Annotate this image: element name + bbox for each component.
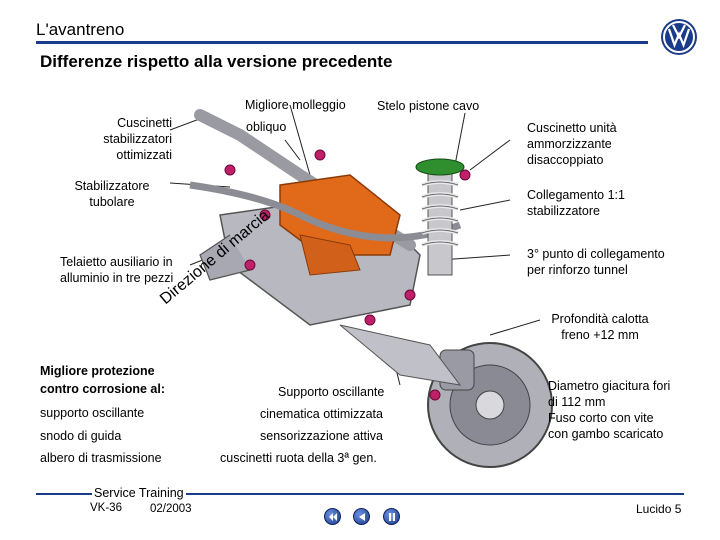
label-line: tubolare: [89, 195, 135, 209]
back-icon: [359, 513, 365, 521]
pause-button[interactable]: [383, 508, 400, 525]
slide-title: L'avantreno: [36, 20, 125, 39]
label-line: ammorzizzante: [527, 137, 612, 151]
label-line: alluminio in tre pezzi: [60, 271, 174, 285]
label-line: Diametro giacitura fori: [548, 379, 671, 393]
label-cuscinetti-stabilizzatori: Cuscinetti stabilizzatori ottimizzati: [60, 115, 172, 163]
label-line: ottimizzati: [116, 148, 172, 162]
list-item: snodo di guida: [40, 429, 122, 443]
label-line: Fuso corto con vite: [548, 411, 654, 425]
label-line: contro corrosione al:: [40, 382, 166, 396]
label-line: per rinforzo tunnel: [527, 263, 628, 277]
label-line: stabilizzatore: [527, 204, 600, 218]
pause-icon: [389, 513, 395, 521]
front-axle-illustration: [169, 104, 553, 468]
label-obliquo: obliquo: [246, 120, 287, 134]
rewind-button[interactable]: [324, 508, 341, 525]
label-line: con gambo scaricato: [548, 427, 664, 441]
label-line: di 112 mm: [548, 395, 606, 409]
footer-brand: Service Training: [92, 486, 186, 500]
label-terzo-punto: 3° punto di collegamento per rinforzo tu…: [527, 246, 665, 278]
label-migliore-molleggio: Migliore molleggio: [245, 98, 346, 112]
footer-code: VK-36: [90, 502, 122, 514]
label-protezione-title: Migliore protezione contro corrosione al…: [40, 362, 165, 398]
label-supporto-oscillante: Supporto oscillante: [278, 385, 385, 399]
label-line: freno +12 mm: [561, 328, 639, 342]
footer-date: 02/2003: [150, 503, 192, 515]
label-line: Telaietto ausiliario in: [60, 255, 173, 269]
footer-rule: [36, 493, 684, 495]
label-line: stabilizzatori: [103, 132, 172, 146]
label-line: Migliore protezione: [40, 364, 155, 378]
label-telaietto: Telaietto ausiliario in alluminio in tre…: [60, 254, 173, 286]
label-diametro-fori: Diametro giacitura fori di 112 mm Fuso c…: [548, 378, 670, 442]
label-cuscinetti-ruota: cuscinetti ruota della 3ª gen.: [220, 451, 377, 465]
label-line: Collegamento 1:1: [527, 188, 625, 202]
rewind-icon: [329, 513, 337, 521]
footer-page-number: Lucido 5: [636, 502, 682, 516]
label-cinematica: cinematica ottimizzata: [260, 407, 383, 421]
slide-subtitle: Differenze rispetto alla versione preced…: [40, 52, 393, 71]
list-item: supporto oscillante: [40, 406, 145, 420]
label-line: Profondità calotta: [551, 312, 649, 326]
vw-logo-icon: [661, 19, 697, 55]
label-collegamento: Collegamento 1:1 stabilizzatore: [527, 187, 625, 219]
label-stabilizzatore: Stabilizzatore tubolare: [62, 178, 162, 210]
label-line: 3° punto di collegamento: [527, 247, 665, 261]
label-cuscinetto-unita: Cuscinetto unità ammorzizzante disaccopp…: [527, 120, 617, 168]
label-stelo-pistone: Stelo pistone cavo: [377, 99, 480, 113]
list-item: albero di trasmissione: [40, 451, 162, 465]
label-line: disaccoppiato: [527, 153, 604, 167]
header-rule: [36, 41, 648, 44]
label-line: Cuscinetti: [117, 116, 172, 130]
label-sensorizzazione: sensorizzazione attiva: [260, 429, 383, 443]
label-profondita-calotta: Profondità calotta freno +12 mm: [540, 311, 660, 343]
back-button[interactable]: [353, 508, 370, 525]
label-line: Stabilizzatore: [74, 179, 150, 193]
label-line: Cuscinetto unità: [527, 121, 617, 135]
